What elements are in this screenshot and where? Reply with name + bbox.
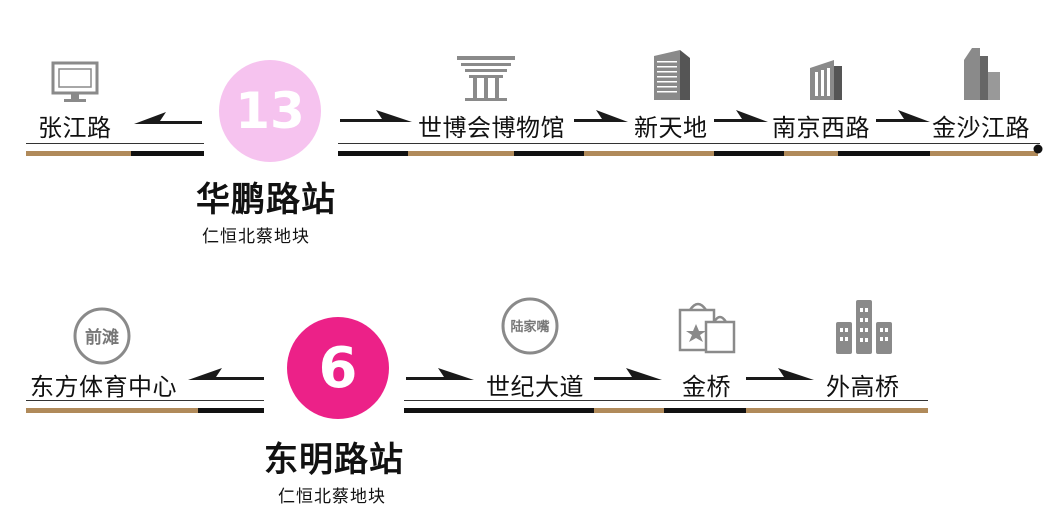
- track-segment: [584, 151, 714, 156]
- office-building-icon: [650, 48, 692, 106]
- lujiazui-badge-label: 陆家嘴: [510, 320, 550, 335]
- station-waigaoqiao: 外高桥: [826, 373, 900, 401]
- track-segment: [26, 408, 198, 413]
- station-century-avenue: 世纪大道: [486, 373, 584, 401]
- shopping-bag-icon: [676, 296, 738, 362]
- track-segment: [930, 151, 1038, 156]
- arrow-right-icon: [874, 108, 932, 134]
- track-segment: [408, 151, 514, 156]
- track-segment: [198, 408, 264, 413]
- station-title-huapeng: 华鹏路站: [196, 180, 336, 220]
- track-segment: [514, 151, 584, 156]
- line13-badge: 13: [219, 60, 321, 162]
- station-xintiandi: 新天地: [634, 114, 708, 142]
- track-segment: [664, 408, 746, 413]
- line6-badge: 6: [287, 317, 389, 419]
- track-segment: [784, 151, 838, 156]
- computer-monitor-icon: [50, 60, 100, 108]
- track-segment: [404, 408, 594, 413]
- arrow-right-icon: [592, 366, 664, 392]
- track-rule: [338, 143, 1040, 144]
- track-segment: [131, 151, 204, 156]
- track-segment: [594, 408, 664, 413]
- arrow-right-icon: [338, 108, 414, 134]
- arrow-right-icon: [744, 366, 816, 392]
- skyscraper-icon: [806, 58, 846, 106]
- station-oriental-sports-center: 东方体育中心: [30, 373, 177, 401]
- track-end-dot: [1033, 139, 1043, 158]
- track-segment: [338, 151, 408, 156]
- arrow-left-icon: [186, 366, 266, 392]
- track-segment: [26, 151, 131, 156]
- arrow-right-icon: [404, 366, 476, 392]
- station-nanjing-west-road: 南京西路: [772, 114, 870, 142]
- qiantan-badge-label: 前滩: [85, 328, 119, 348]
- station-expo-museum: 世博会博物馆: [418, 114, 565, 142]
- station-jinshajiang-road: 金沙江路: [932, 114, 1030, 142]
- track-rule: [404, 400, 928, 401]
- track-rule: [26, 143, 204, 144]
- station-jinqiao: 金桥: [682, 373, 731, 401]
- arrow-right-icon: [712, 108, 770, 134]
- plot-name-label: 仁恒北蔡地块: [202, 227, 310, 247]
- arrow-right-icon: [572, 108, 630, 134]
- track-segment: [746, 408, 928, 413]
- station-zhangjiang: 张江路: [38, 114, 112, 142]
- track-segment: [714, 151, 784, 156]
- lujiazui-badge-icon: 陆家嘴: [500, 296, 560, 360]
- tower-icon: [958, 46, 1002, 106]
- qiantan-badge-icon: 前滩: [72, 306, 132, 370]
- arrow-left-icon: [132, 110, 204, 136]
- track-segment: [838, 151, 930, 156]
- station-title-dongming: 东明路站: [264, 440, 404, 480]
- city-buildings-icon: [834, 296, 894, 360]
- plot-name-label: 仁恒北蔡地块: [278, 487, 386, 507]
- expo-pavilion-icon: [455, 52, 517, 106]
- track-rule: [26, 400, 264, 401]
